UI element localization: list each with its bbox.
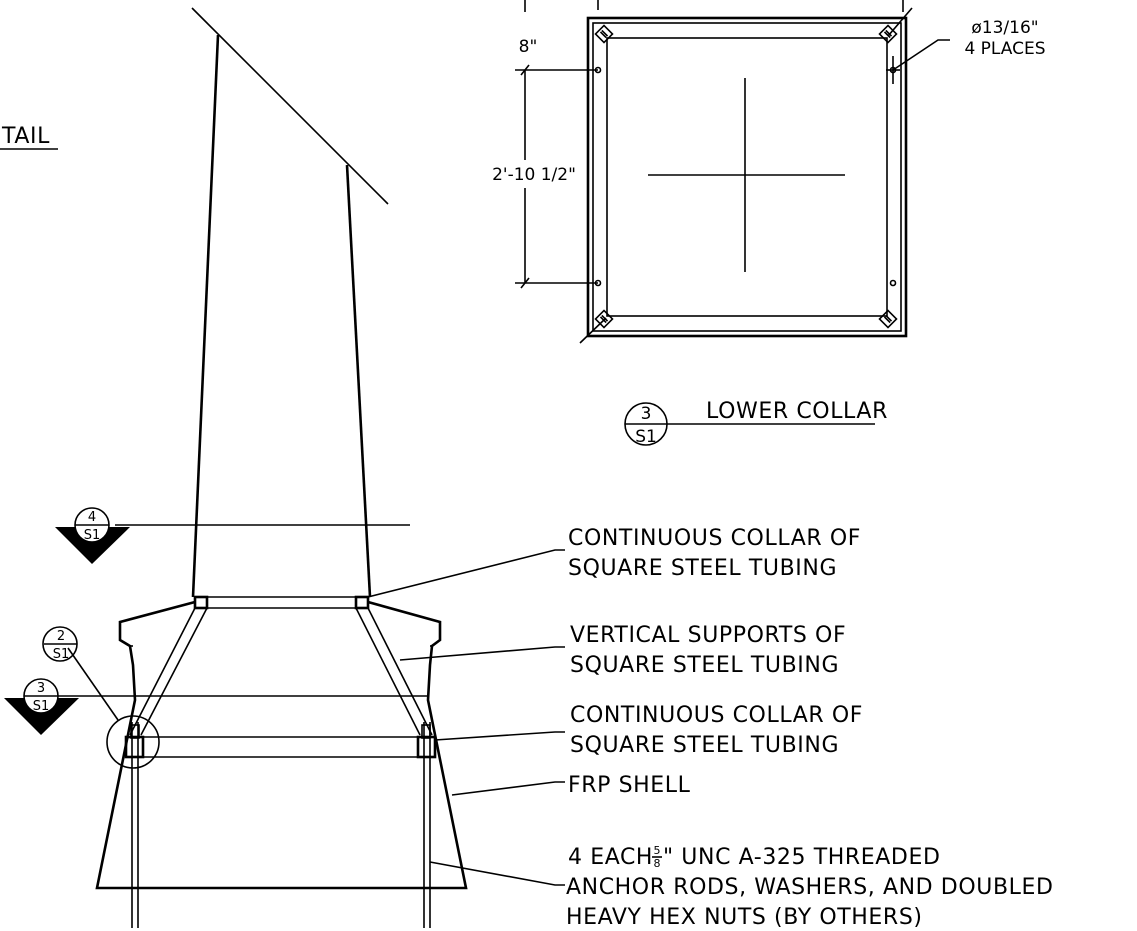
section-4-number: 4 [88, 510, 96, 525]
vertical-support-right [355, 607, 421, 736]
note-anchor-1a: 4 EACH [568, 845, 653, 870]
callout-2-number: 2 [57, 629, 65, 644]
section-marker-3: 3 S1 [4, 678, 428, 735]
shaft-right-edge [345, 164, 372, 598]
roof-slope-line [191, 7, 389, 205]
frp-shell-outline [95, 600, 468, 890]
note-collar-upper-1: CONTINUOUS COLLAR OF [568, 526, 861, 551]
lower-collar-right [416, 735, 437, 759]
cupola-elevation [95, 7, 468, 928]
note-frp-shell: FRP SHELL [568, 773, 691, 798]
note-collar-lower-1: CONTINUOUS COLLAR OF [570, 703, 863, 728]
corner-bolt [878, 309, 898, 329]
lower-collar-left [124, 735, 145, 759]
upper-collar-right [354, 595, 370, 610]
notes: CONTINUOUS COLLAR OF SQUARE STEEL TUBING… [566, 526, 1054, 930]
shaft-left-edge [191, 34, 220, 598]
detail-circle [106, 715, 160, 769]
collar-inner-square [606, 37, 888, 317]
dimension-2ft-10-5in: 2'-10 1/2" [492, 165, 576, 185]
callout-2-sheet: S1 [53, 647, 70, 662]
corner-bolt [878, 24, 898, 44]
vertical-support-left [129, 607, 196, 736]
section-4-sheet: S1 [84, 528, 101, 543]
section-3-number: 3 [37, 681, 45, 696]
note-anchor-3: HEAVY HEX NUTS (BY OTHERS) [566, 905, 923, 930]
detail-title-lower-collar: 3 S1 LOWER COLLAR [624, 399, 888, 447]
corner-bolt [594, 24, 614, 44]
note-anchor-frac-num: 5 [654, 844, 661, 857]
lower-collar-plan [579, 7, 913, 344]
section-3-sheet: S1 [33, 699, 50, 714]
hole-places-note: 4 PLACES [964, 39, 1045, 59]
dimensions: 8" 2'-10 1/2" [492, 0, 904, 289]
note-vertical-1: VERTICAL SUPPORTS OF [570, 623, 846, 648]
detail-tag-sheet: S1 [635, 427, 657, 447]
detail-title-text: LOWER COLLAR [706, 399, 888, 424]
note-collar-lower-2: SQUARE STEEL TUBING [570, 733, 839, 758]
corner-bolt [594, 309, 614, 329]
partial-detail-title: TAIL [0, 124, 58, 150]
dimension-8in: 8" [519, 37, 538, 57]
note-collar-upper-2: SQUARE STEEL TUBING [568, 556, 837, 581]
note-anchor-frac-den: 8 [654, 857, 661, 870]
note-anchor-1b: " UNC A-325 THREADED [663, 845, 941, 870]
hole-note: ø13/16" 4 PLACES [892, 18, 1046, 71]
partial-title-text: TAIL [1, 124, 50, 149]
leader-lines [367, 549, 565, 886]
detail-callout-2: 2 S1 [42, 626, 119, 721]
note-anchor-2: ANCHOR RODS, WASHERS, AND DOUBLED [566, 875, 1054, 900]
detail-tag-number: 3 [641, 404, 652, 424]
note-vertical-2: SQUARE STEEL TUBING [570, 653, 839, 678]
bolt-hole [889, 279, 897, 287]
hole-diameter-note: ø13/16" [971, 18, 1038, 38]
upper-collar-left [193, 595, 209, 610]
collar-outer-square [586, 16, 908, 338]
section-marker-4: 4 S1 [55, 507, 410, 564]
